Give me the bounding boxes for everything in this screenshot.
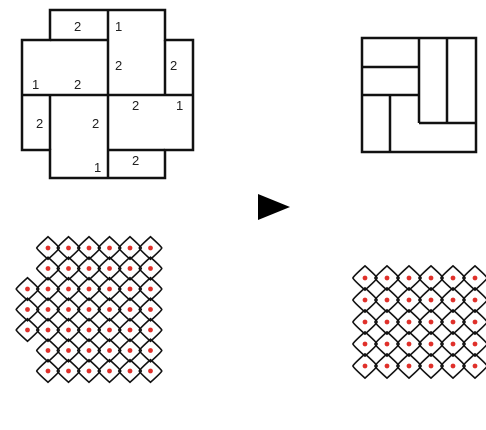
loop-dot (87, 266, 92, 271)
loop-dot (473, 364, 478, 369)
loop-dot (87, 246, 92, 251)
loop-dot (128, 266, 133, 271)
loop-pattern-original (16, 237, 162, 383)
loop-dot (66, 307, 71, 312)
cell-number: 1 (115, 19, 122, 34)
loop-dot (451, 276, 456, 281)
loop-dot (46, 287, 51, 292)
cell-number: 2 (132, 153, 139, 168)
loop-dot (385, 298, 390, 303)
cell-number: 2 (36, 116, 43, 131)
loop-dot (148, 348, 153, 353)
loop-dot (429, 298, 434, 303)
loop-dot (429, 364, 434, 369)
loop-dot (407, 276, 412, 281)
loop-dot (148, 246, 153, 251)
loop-dot (451, 364, 456, 369)
loop-dot (66, 246, 71, 251)
loop-dot (363, 364, 368, 369)
cell-number: 2 (74, 19, 81, 34)
loop-dot (128, 307, 133, 312)
loop-dot (148, 307, 153, 312)
loop-dot (128, 287, 133, 292)
loop-dot (385, 364, 390, 369)
loop-dot (46, 307, 51, 312)
loop-dot (148, 369, 153, 374)
loop-dot (429, 320, 434, 325)
loop-dot (87, 328, 92, 333)
loop-dot (128, 348, 133, 353)
loop-dot (385, 342, 390, 347)
loop-dot (473, 276, 478, 281)
loop-dot (66, 266, 71, 271)
loop-dot (363, 342, 368, 347)
loop-dot (87, 348, 92, 353)
loop-dot (66, 348, 71, 353)
loop-dot (107, 348, 112, 353)
loop-dot (148, 328, 153, 333)
cell-number: 1 (94, 160, 101, 175)
loop-dot (66, 287, 71, 292)
loop-dot (87, 307, 92, 312)
loop-dot (148, 266, 153, 271)
loop-dot (385, 276, 390, 281)
loop-dot (429, 342, 434, 347)
loop-dot (363, 276, 368, 281)
loop-dot (25, 328, 30, 333)
loop-dot (66, 369, 71, 374)
loop-dot (148, 287, 153, 292)
loop-dot (407, 342, 412, 347)
loop-dot (87, 369, 92, 374)
loop-dot (451, 298, 456, 303)
cell-number: 2 (115, 58, 122, 73)
cell-number: 1 (176, 98, 183, 113)
loop-dot (107, 266, 112, 271)
loop-dot (451, 342, 456, 347)
loop-dot (46, 369, 51, 374)
loop-dot (107, 246, 112, 251)
loop-dot (407, 364, 412, 369)
cell-number: 1 (32, 77, 39, 92)
solved-square-partition (362, 38, 476, 152)
right-triangle-icon (258, 194, 290, 220)
loop-dot (128, 246, 133, 251)
loop-dot (385, 320, 390, 325)
loop-dot (46, 266, 51, 271)
loop-dot (363, 298, 368, 303)
loop-dot (407, 320, 412, 325)
loop-dot (46, 246, 51, 251)
cell-number: 2 (170, 58, 177, 73)
loop-dot (25, 287, 30, 292)
cell-number: 2 (132, 98, 139, 113)
numbered-rectangle-puzzle (22, 10, 193, 178)
loop-dot (128, 369, 133, 374)
loop-pattern-solved (353, 266, 486, 378)
loop-dot (107, 369, 112, 374)
loop-dot (363, 320, 368, 325)
loop-dot (107, 287, 112, 292)
loop-dot (107, 328, 112, 333)
loop-dot (87, 287, 92, 292)
loop-dot (429, 276, 434, 281)
loop-dot (128, 328, 133, 333)
loop-dot (451, 320, 456, 325)
loop-dot (46, 328, 51, 333)
loop-dot (25, 307, 30, 312)
cell-number: 2 (74, 77, 81, 92)
loop-dot (473, 342, 478, 347)
loop-dot (66, 328, 71, 333)
loop-dot (46, 348, 51, 353)
loop-dot (473, 320, 478, 325)
loop-dot (407, 298, 412, 303)
loop-dot (473, 298, 478, 303)
loop-dot (107, 307, 112, 312)
cell-number: 2 (92, 116, 99, 131)
